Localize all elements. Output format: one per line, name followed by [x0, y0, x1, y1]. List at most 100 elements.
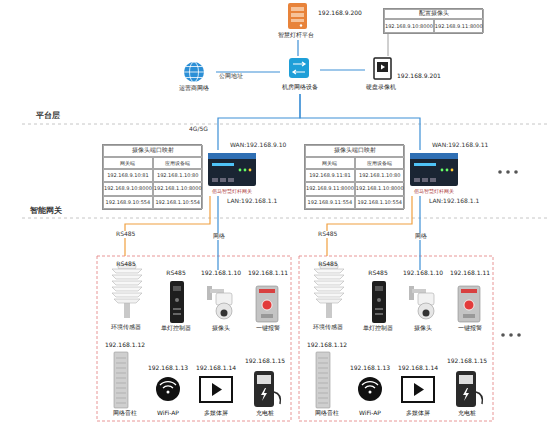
node-text: 192.168.1.11 [450, 270, 490, 277]
globe-body [184, 62, 204, 82]
table-cell: 192.168.9.10:8000 [384, 19, 434, 33]
node-text: 192.168.1.10 [403, 270, 443, 277]
dot [498, 170, 502, 174]
sensor-node: RS485环境传感器 [103, 256, 149, 332]
sensor-plate [112, 269, 142, 273]
table-cell: 192.168.9.10:81 [103, 169, 153, 182]
switch-icon [289, 58, 309, 78]
table-cell: 192.168.1.10:8000 [153, 182, 203, 195]
dot [506, 170, 510, 174]
node-text: WiFi-AP [359, 410, 381, 417]
globe-icon [184, 62, 204, 82]
gateway-logo [212, 163, 234, 166]
sensor-plate [112, 281, 142, 285]
node-text: RS485 [116, 261, 135, 268]
table-cell: 192.168.9.10:554 [103, 196, 153, 209]
lan-address: LAN:192.168.1.1 [429, 198, 479, 205]
node-text: 网络音柱 [315, 410, 339, 417]
band-line [22, 218, 548, 219]
node-text: 单灯控制器 [161, 325, 191, 332]
environment-sensor-icon [112, 264, 142, 318]
connector [218, 94, 300, 150]
table-cell: 192.168.1.10:8000 [355, 182, 405, 195]
alarm-body [256, 286, 278, 322]
table-cell: 192.168.9.10:8000 [103, 182, 153, 195]
connector [297, 40, 298, 56]
node-text: 硬盘录像机 [366, 84, 396, 91]
node-text: WiFi-AP [157, 410, 179, 417]
nvr-screen [377, 62, 388, 72]
camera-node: 192.168.1.10摄像头 [198, 270, 244, 332]
sensor-node: RS485环境传感器 [305, 256, 351, 332]
wifi-ap-node: 192.168.1.13WiFi-AP [145, 365, 191, 418]
node-text: 摄像头 [414, 325, 432, 332]
camera-lens [221, 310, 228, 317]
sensor-plate [112, 275, 142, 279]
node-text: 机房网络设备 [282, 84, 318, 91]
nvr-node: 192.168.9.201硬盘录像机 [365, 56, 447, 94]
dot [509, 333, 513, 337]
switch-node: 机房网络设备 [280, 56, 320, 94]
node-text: 智慧灯杆平台 [278, 32, 314, 39]
light-controller-node: RS485单灯控制器 [156, 270, 196, 332]
controller-body [170, 281, 184, 323]
table-cell: 192.168.9.11:81 [305, 169, 355, 182]
node-text: 192.168.9.200 [318, 10, 362, 17]
screen-icon [200, 377, 232, 402]
node-text: 佰马智慧灯杆网关 [212, 189, 252, 195]
wan-address: WAN:192.168.9.10 [230, 142, 286, 149]
node-text: 一键报警 [458, 325, 482, 332]
table-cell: 192.168.9.11:554 [305, 196, 355, 209]
node-text: 192.168.1.14 [196, 365, 236, 372]
speaker-column-icon [114, 352, 128, 408]
table-cell: 网关端 [103, 157, 153, 169]
table-cell: 应用设备端 [153, 157, 203, 169]
wifi-disc [156, 377, 180, 401]
node-text: RS485 [368, 270, 387, 277]
band-divider [22, 124, 548, 218]
layer-label: 智能网关 [30, 207, 62, 216]
controller-knob [175, 298, 179, 302]
ellipsis-dots [498, 170, 521, 337]
band-line [22, 124, 548, 125]
node-text: 充电桩 [458, 410, 476, 417]
gateway-node: 佰马智慧灯杆网关 [406, 150, 462, 196]
controller-slot [173, 308, 181, 310]
globe-parallels [184, 67, 204, 78]
gateway-icon [410, 153, 458, 186]
node-text: 多媒体屏 [204, 410, 228, 417]
device-group [97, 256, 291, 421]
node-text: 192.168.1.13 [350, 365, 390, 372]
group-frame [97, 256, 291, 421]
server-body [288, 3, 307, 29]
sensor-base [124, 302, 130, 318]
wifi-ap-node: 192.168.1.13WiFi-AP [347, 365, 393, 418]
speaker-node: 192.168.1.12网络音柱 [103, 340, 147, 418]
dot [501, 333, 505, 337]
config-table: 配置摄像头192.168.9.10:8000192.168.9.11:8000 [383, 8, 483, 34]
gateway-node: 佰马智慧灯杆网关 [204, 150, 260, 196]
node-text: 多媒体屏 [406, 410, 430, 417]
node-text: 192.168.1.15 [245, 358, 285, 365]
speaker-body [114, 352, 128, 408]
gateway-top [208, 153, 256, 159]
screen-play [212, 383, 222, 396]
nvr-play [381, 65, 385, 70]
platform-server-icon [288, 3, 307, 29]
server-slot [291, 7, 304, 11]
wifi-waves [160, 382, 176, 388]
node-text: 192.168.1.12 [105, 342, 145, 349]
table-cell: 192.168.9.11:8000 [305, 182, 355, 195]
edge-label: RS485 [317, 231, 338, 238]
table-cell: 192.168.1.10:554 [153, 196, 203, 209]
node-text: 运营商网络 [179, 85, 209, 92]
dot [517, 333, 521, 337]
server-slot [291, 19, 304, 22]
charger-body [254, 371, 274, 407]
sensor-plate [114, 299, 140, 303]
alarm-strip [259, 289, 275, 293]
edge-label: 公网地址 [218, 73, 244, 80]
wifi-dot [167, 391, 170, 394]
edge-label: 4G/5G [188, 126, 209, 133]
table-cell: 192.168.9.11:8000 [434, 19, 484, 33]
